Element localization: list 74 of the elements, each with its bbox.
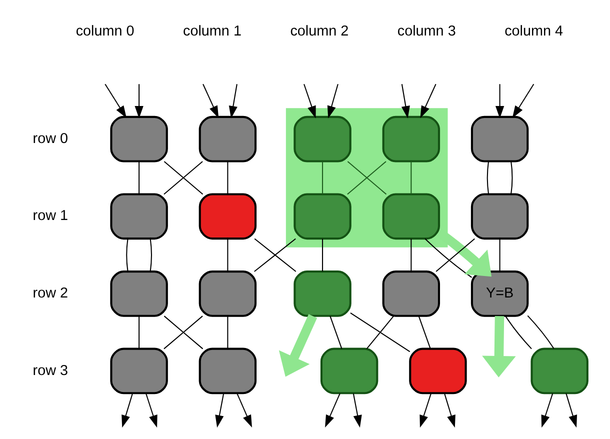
node-box — [110, 347, 168, 394]
connector — [227, 316, 228, 348]
node-box — [110, 115, 168, 162]
connector — [410, 238, 412, 272]
cluster — [286, 108, 448, 247]
connector — [486, 160, 490, 194]
node-box — [110, 192, 168, 240]
arrow — [134, 84, 144, 118]
label: column 3 — [397, 22, 456, 39]
node-box — [409, 347, 467, 394]
node-box — [198, 347, 257, 394]
node-box — [110, 270, 168, 316]
node-box — [198, 192, 257, 240]
connector — [150, 238, 152, 272]
connector — [424, 238, 472, 278]
arrow — [512, 83, 534, 118]
label: row 2 — [32, 285, 68, 302]
arrow — [352, 392, 362, 428]
label: column 1 — [183, 22, 242, 39]
arrow — [482, 316, 516, 377]
arrow — [228, 84, 238, 118]
arrow — [202, 83, 219, 118]
arrow — [304, 83, 316, 118]
connector — [227, 238, 228, 272]
arrow — [215, 392, 224, 428]
arrow — [401, 84, 410, 118]
arrow — [122, 392, 134, 428]
node-box — [382, 115, 440, 162]
node-box — [470, 192, 529, 240]
label: row 3 — [32, 362, 68, 378]
connector — [330, 315, 342, 348]
label: row 0 — [32, 130, 68, 146]
arrow — [325, 392, 340, 428]
arrow — [541, 392, 554, 428]
node-box — [294, 192, 352, 240]
label: column 2 — [290, 22, 349, 39]
connector — [227, 160, 228, 194]
arrow — [495, 84, 504, 118]
node-box: Y=B — [470, 270, 529, 316]
arrow — [236, 392, 252, 428]
arrow — [444, 392, 456, 428]
node-box — [530, 347, 588, 394]
node-box — [382, 192, 440, 240]
node-box — [294, 115, 352, 162]
arrow — [420, 83, 436, 118]
node-box — [382, 270, 440, 316]
arrow — [278, 314, 318, 376]
label: column 4 — [504, 22, 564, 39]
arrow — [420, 392, 432, 428]
node-box — [470, 115, 529, 162]
connector — [410, 160, 412, 194]
arrow — [327, 83, 338, 118]
node-box — [198, 115, 257, 162]
connector — [510, 160, 513, 194]
connector — [436, 238, 475, 272]
connector — [138, 316, 140, 348]
arrow — [566, 392, 578, 428]
connector — [418, 315, 431, 348]
node-box — [198, 270, 257, 316]
connector — [322, 160, 324, 194]
connector — [505, 315, 532, 349]
label: row 1 — [32, 208, 68, 224]
connector — [126, 238, 128, 272]
arrow — [104, 83, 127, 118]
connector — [138, 160, 140, 194]
node-box — [320, 347, 378, 394]
connector — [366, 315, 394, 349]
connector — [350, 312, 410, 352]
connector — [527, 314, 554, 348]
connector — [499, 238, 500, 272]
label: column 0 — [76, 22, 134, 39]
connector — [322, 238, 324, 272]
arrow — [146, 392, 158, 428]
node-box — [294, 270, 352, 316]
